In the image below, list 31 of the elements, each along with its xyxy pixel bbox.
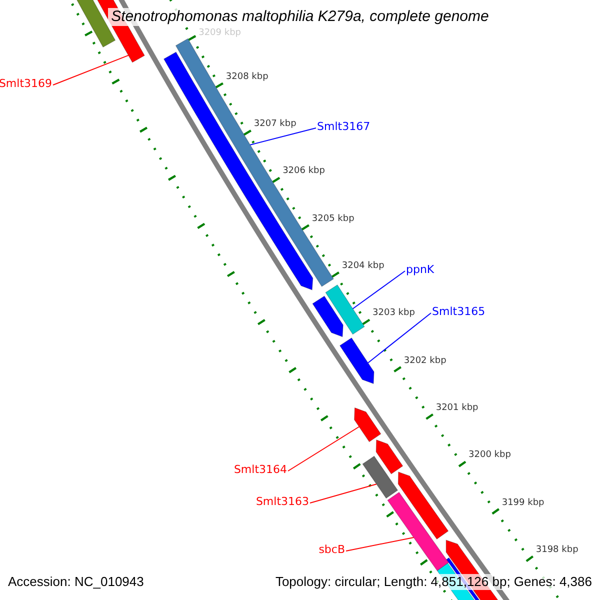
tick-label: 3201 kbp: [436, 402, 478, 414]
tick-label: 3205 kbp: [312, 214, 354, 225]
gene-label: Smlt3163: [256, 495, 309, 509]
genome-stats-text: Topology: circular; Length: 4,851,126 bp; Genes: 4,386: [273, 574, 594, 590]
gene-block: [362, 456, 398, 499]
gene-block: [354, 407, 382, 442]
tick-label: 3206 kbp: [282, 166, 325, 178]
gene-block: [339, 338, 374, 384]
gene-label: Smlt3167: [317, 120, 370, 134]
gene-block: [325, 284, 365, 335]
tick-label: 3202 kbp: [404, 356, 446, 366]
tick-label: 3200 kbp: [468, 450, 511, 462]
gene-label: Smlt3164: [234, 463, 287, 477]
tick-label: 3198 kbp: [536, 545, 578, 556]
leader-line: [310, 484, 377, 504]
leader-line: [368, 312, 432, 364]
tick-label: 3204 kbp: [342, 261, 384, 272]
gene-label: sbcB: [318, 543, 345, 557]
tick-label: 3207 kbp: [254, 119, 296, 130]
gene-block: [387, 492, 449, 572]
gene-label: Smlt3169: [0, 77, 52, 91]
leader-line: [352, 270, 406, 310]
leader-line: [52, 54, 129, 86]
tick-label: 3203 kbp: [372, 308, 415, 320]
leader-line: [250, 128, 316, 146]
accession-text: Accession: NC_010943: [6, 574, 146, 590]
leader-line: [288, 426, 360, 472]
tick-label: 3199 kbp: [502, 498, 544, 508]
tick-label: 3208 kbp: [226, 72, 268, 83]
gene-label: Smlt3165: [432, 305, 486, 319]
gene-label: ppnK: [406, 263, 434, 277]
